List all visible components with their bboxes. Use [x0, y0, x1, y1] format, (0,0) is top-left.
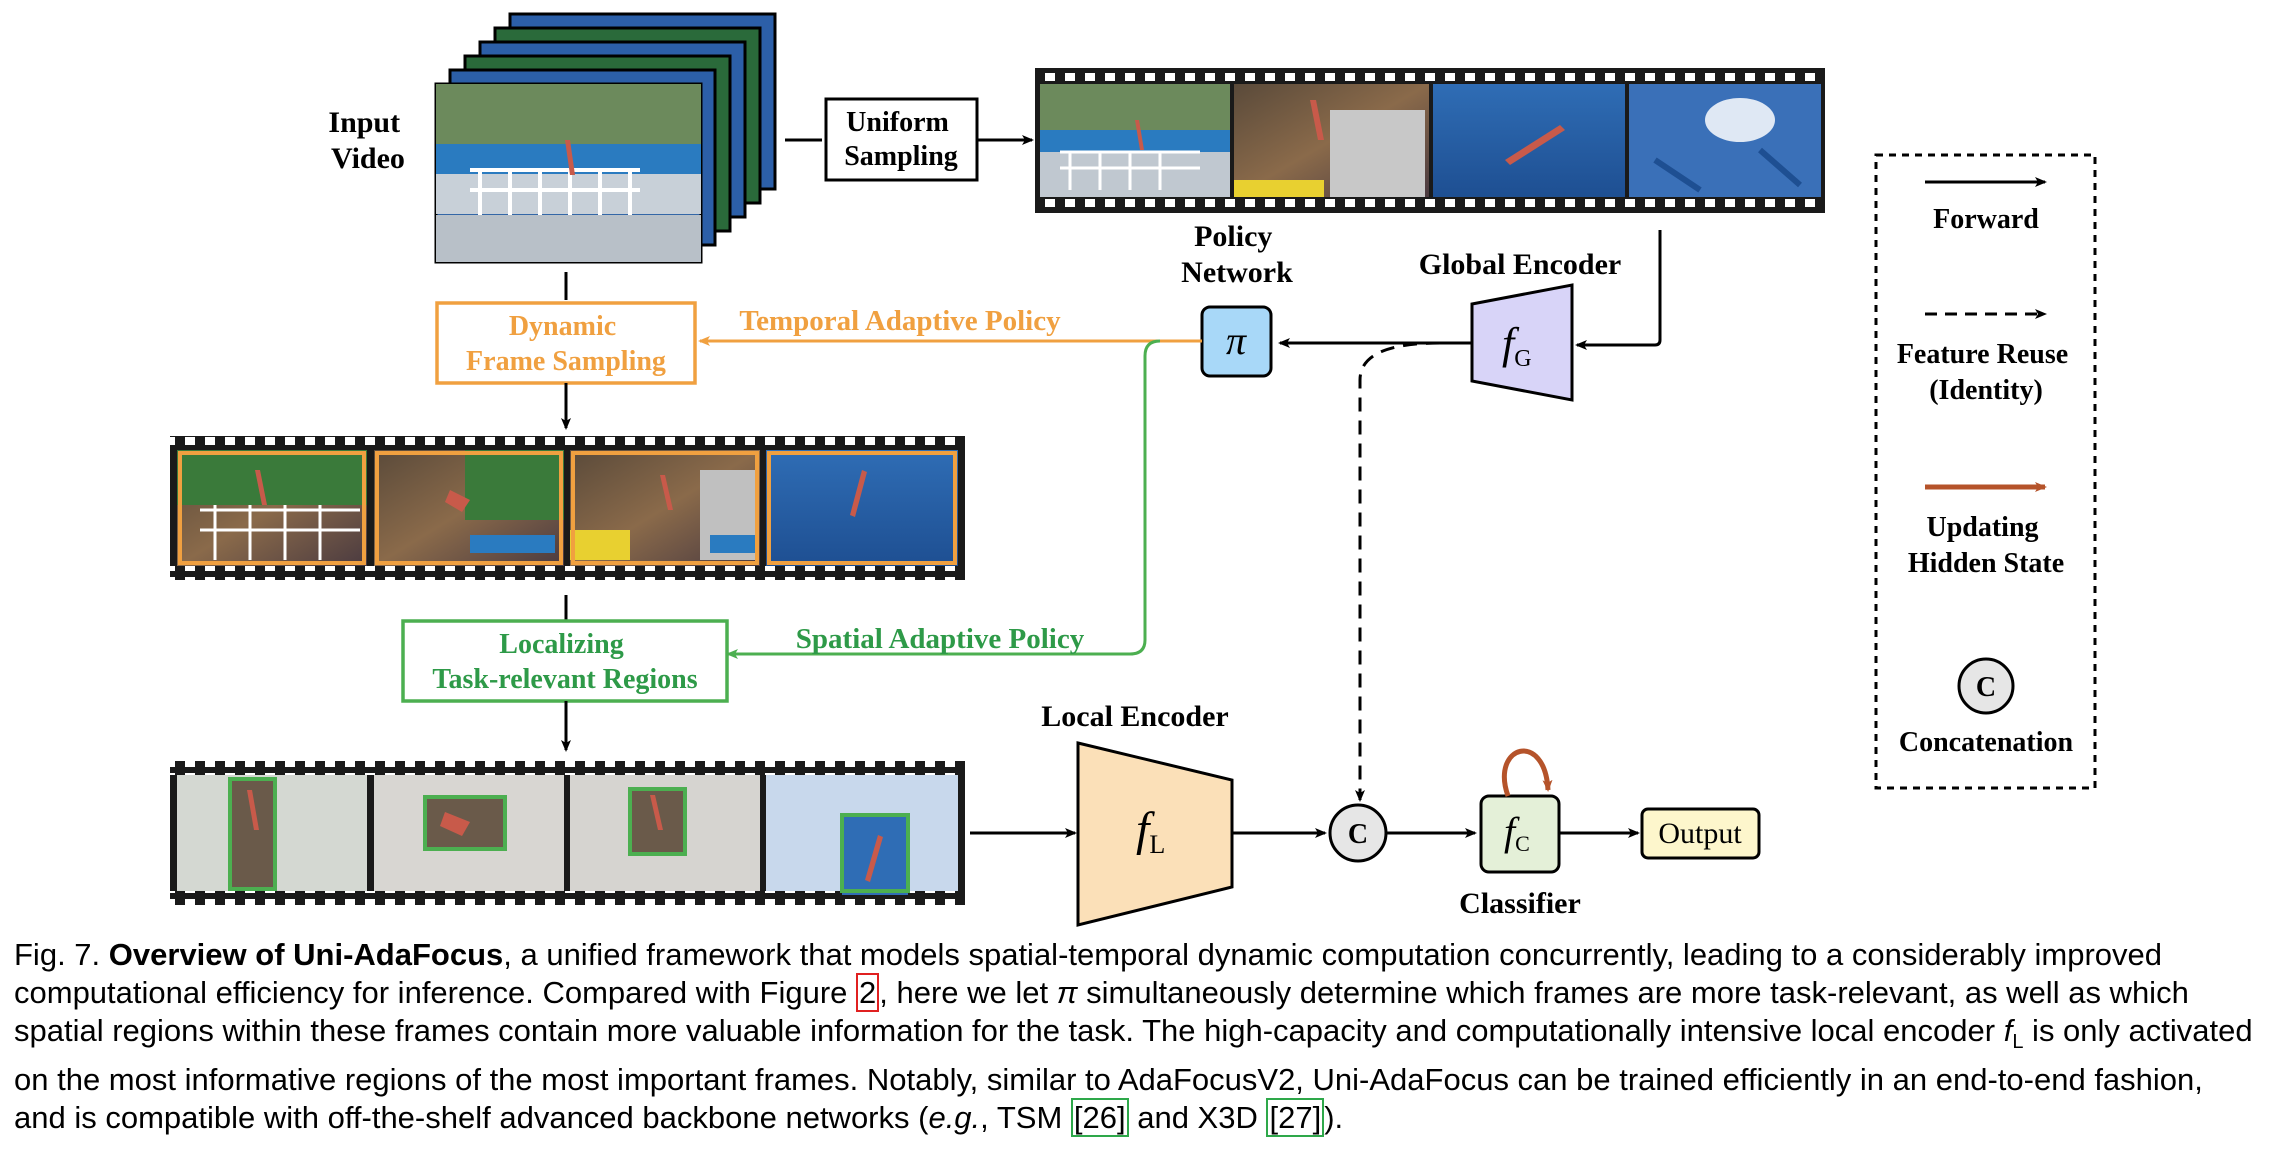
citation-26-link[interactable]: [26] — [1070, 1098, 1129, 1138]
citation-27-link[interactable]: [27] — [1266, 1098, 1325, 1138]
strip-to-global-encoder-arrow — [1575, 230, 1662, 350]
selected-frame-1 — [177, 450, 367, 566]
pi-symbol: π — [1226, 318, 1247, 363]
caption-title: Overview of Uni-AdaFocus — [108, 937, 504, 972]
concat-node: C — [1328, 803, 1388, 863]
legend-concat-icon — [1957, 657, 2015, 715]
output-box: Output — [1640, 807, 1761, 860]
uniform-frames-strip — [1035, 68, 1825, 213]
input-video-front-frame — [434, 82, 703, 264]
localized-frame-3 — [570, 775, 760, 891]
policy-network-label: Policy Network — [1181, 220, 1293, 289]
caption-fig-number: Fig. 7. — [14, 937, 101, 972]
svg-text:C: C — [1976, 672, 1996, 703]
hidden-state-loop-arrow — [1501, 748, 1553, 797]
legend-concatenation-label: Concatenation — [1899, 727, 2074, 758]
selected-frame-3 — [570, 450, 760, 566]
local-encoder-trapezoid: fL — [1076, 741, 1234, 927]
input-video-label: Input Video — [328, 106, 407, 175]
selected-frame-4 — [766, 450, 958, 566]
global-encoder-label: Global Encoder — [1419, 248, 1622, 281]
uniform-sampling-box: Uniform Sampling — [824, 97, 979, 182]
legend-updating-label: Updating Hidden State — [1908, 512, 2064, 579]
uniform-frame-4 — [1629, 84, 1821, 197]
localized-frame-1 — [177, 775, 367, 891]
policy-network-box: π — [1200, 305, 1273, 378]
figure-ref-link[interactable]: 2 — [856, 973, 880, 1012]
spatial-policy-label: Spatial Adaptive Policy — [796, 623, 1085, 655]
legend-feature-reuse-label: Feature Reuse (Identity) — [1897, 339, 2075, 406]
svg-text:C: C — [1348, 819, 1368, 850]
localized-frames-strip — [170, 761, 965, 905]
uniform-frame-2 — [1234, 84, 1429, 197]
localized-frame-2 — [374, 775, 564, 891]
localized-frame-4 — [766, 775, 958, 895]
feature-reuse-arrow — [1355, 341, 1441, 802]
svg-text:Output: Output — [1658, 817, 1742, 850]
figure-caption: Fig. 7. Overview of Uni-AdaFocus, a unif… — [14, 937, 2253, 1138]
svg-text:Dynamic Frame Sampling: Dynamic Frame Sampling — [466, 311, 666, 377]
dynamic-frame-sampling-box: Dynamic Frame Sampling — [435, 301, 697, 385]
classifier-box: fC — [1479, 794, 1561, 874]
legend: Forward Feature Reuse (Identity) Updatin… — [1874, 153, 2097, 790]
selected-frame-2 — [374, 450, 564, 566]
uniform-frame-3 — [1433, 84, 1625, 197]
classifier-label: Classifier — [1459, 887, 1581, 920]
input-video-stack — [434, 12, 777, 264]
local-encoder-label: Local Encoder — [1041, 700, 1229, 733]
svg-text:Localizing Task-relevant: Localizing Task-relevant Regions — [432, 629, 697, 695]
spatial-policy-arrow — [726, 339, 1161, 659]
localizing-regions-box: Localizing Task-relevant Regions — [401, 619, 729, 703]
global-encoder-trapezoid: fG — [1470, 283, 1574, 402]
uniform-frame-1 — [1040, 84, 1230, 197]
svg-text:Uniform Sampling: Uniform Sampling — [844, 107, 958, 172]
selected-frames-strip — [170, 436, 965, 580]
temporal-policy-label: Temporal Adaptive Policy — [739, 305, 1061, 337]
uni-adafocus-diagram: Input Video Uniform Sampling — [170, 12, 2097, 927]
legend-forward-label: Forward — [1933, 204, 2039, 235]
